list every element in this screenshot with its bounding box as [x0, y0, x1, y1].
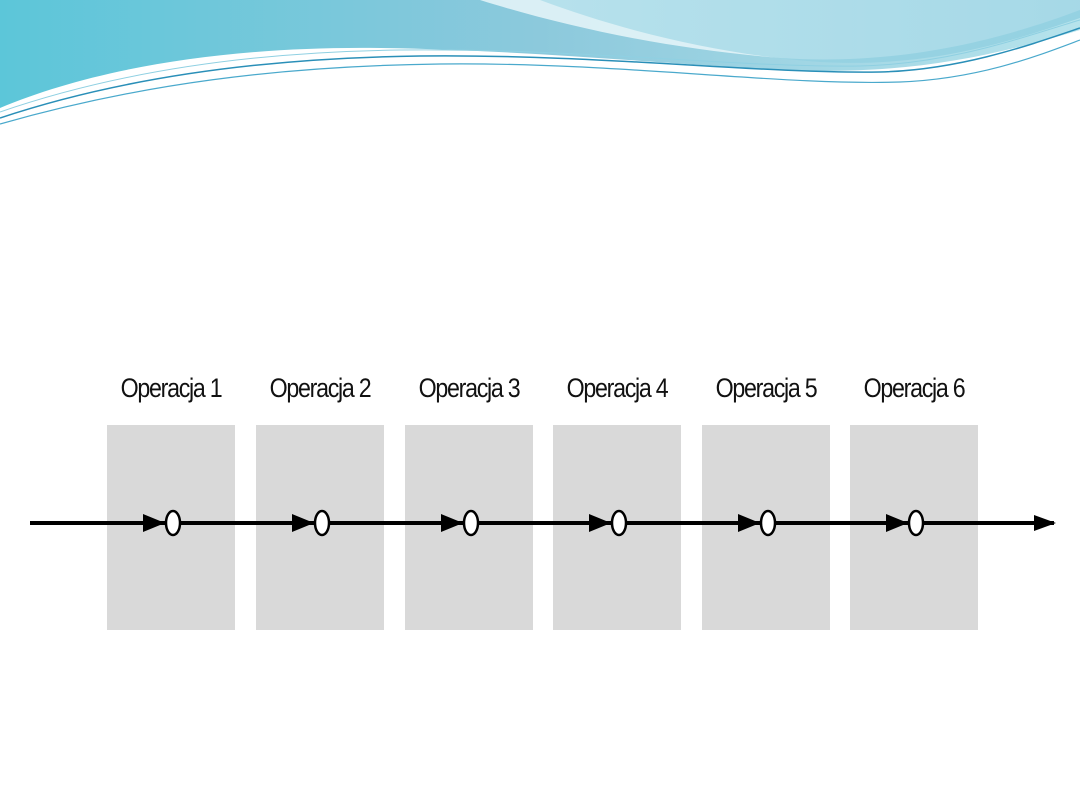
header-wave-decoration: [0, 0, 1080, 125]
operation-label-6: Operacja 6: [863, 373, 966, 403]
operation-6-node: [907, 509, 925, 537]
operation-4-node: [610, 509, 628, 537]
operation-3-node: [462, 509, 480, 537]
operation-label-3: Operacja 3: [418, 373, 521, 403]
operation-2-node: [313, 509, 331, 537]
operation-6-arrowhead: [886, 514, 908, 532]
operation-4-arrowhead: [589, 514, 611, 532]
operation-nodes: [143, 509, 925, 537]
operation-5-arrowhead: [738, 514, 760, 532]
operation-label-4: Operacja 4: [566, 373, 669, 403]
operation-3-arrowhead: [441, 514, 463, 532]
wave-back-shape: [540, 0, 1080, 63]
operation-2-arrowhead: [292, 514, 314, 532]
operation-label-1: Operacja 1: [120, 373, 223, 403]
operation-1-node: [164, 509, 182, 537]
operation-boxes: [107, 425, 978, 630]
operation-5-node: [759, 509, 777, 537]
operation-1-arrowhead: [143, 514, 165, 532]
operation-label-5: Operacja 5: [715, 373, 818, 403]
wave-line-2: [0, 39, 1080, 125]
wave-line-1: [0, 27, 1080, 119]
wave-line-3: [0, 19, 1080, 113]
operation-label-2: Operacja 2: [269, 373, 372, 403]
